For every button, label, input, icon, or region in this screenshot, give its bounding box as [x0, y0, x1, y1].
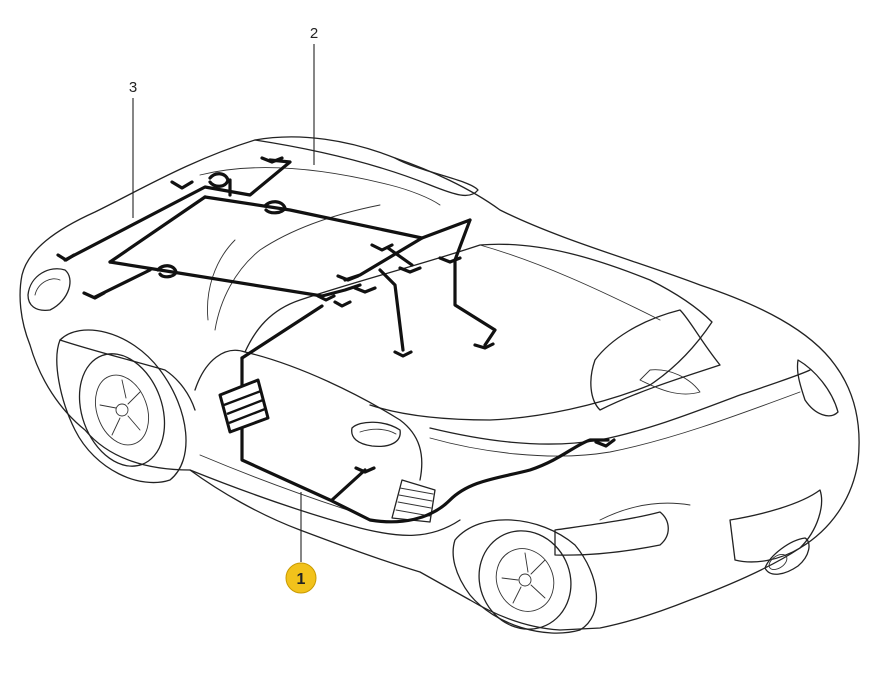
dash-harness	[63, 158, 292, 262]
door-handle-icon	[351, 421, 401, 448]
callout-label-3: 3	[129, 79, 137, 96]
wiring-harness	[56, 156, 616, 524]
callout-label-1: 1	[297, 571, 306, 588]
callout-3[interactable]: 3	[129, 79, 137, 218]
car-body	[19, 136, 860, 631]
door-line	[194, 349, 423, 481]
windshield-frame	[254, 139, 479, 197]
headlight-front	[27, 268, 71, 311]
wheel-icon	[452, 519, 598, 634]
callout-1[interactable]: 1	[285, 492, 317, 594]
exhaust	[764, 537, 810, 575]
callout-badge-1[interactable]	[285, 562, 317, 594]
callout-label-2: 2	[310, 25, 318, 42]
side-vent	[391, 479, 436, 523]
fuse-box-icon	[218, 378, 270, 434]
soft-top	[244, 243, 713, 421]
car-silhouette	[19, 136, 860, 631]
center-harness	[453, 218, 497, 347]
callout-2[interactable]: 2	[310, 25, 318, 165]
tail-light	[796, 359, 839, 417]
rear-deck	[429, 369, 811, 445]
side-harness	[240, 356, 610, 524]
connector-icon	[56, 156, 616, 474]
wheel-icon	[56, 329, 187, 484]
